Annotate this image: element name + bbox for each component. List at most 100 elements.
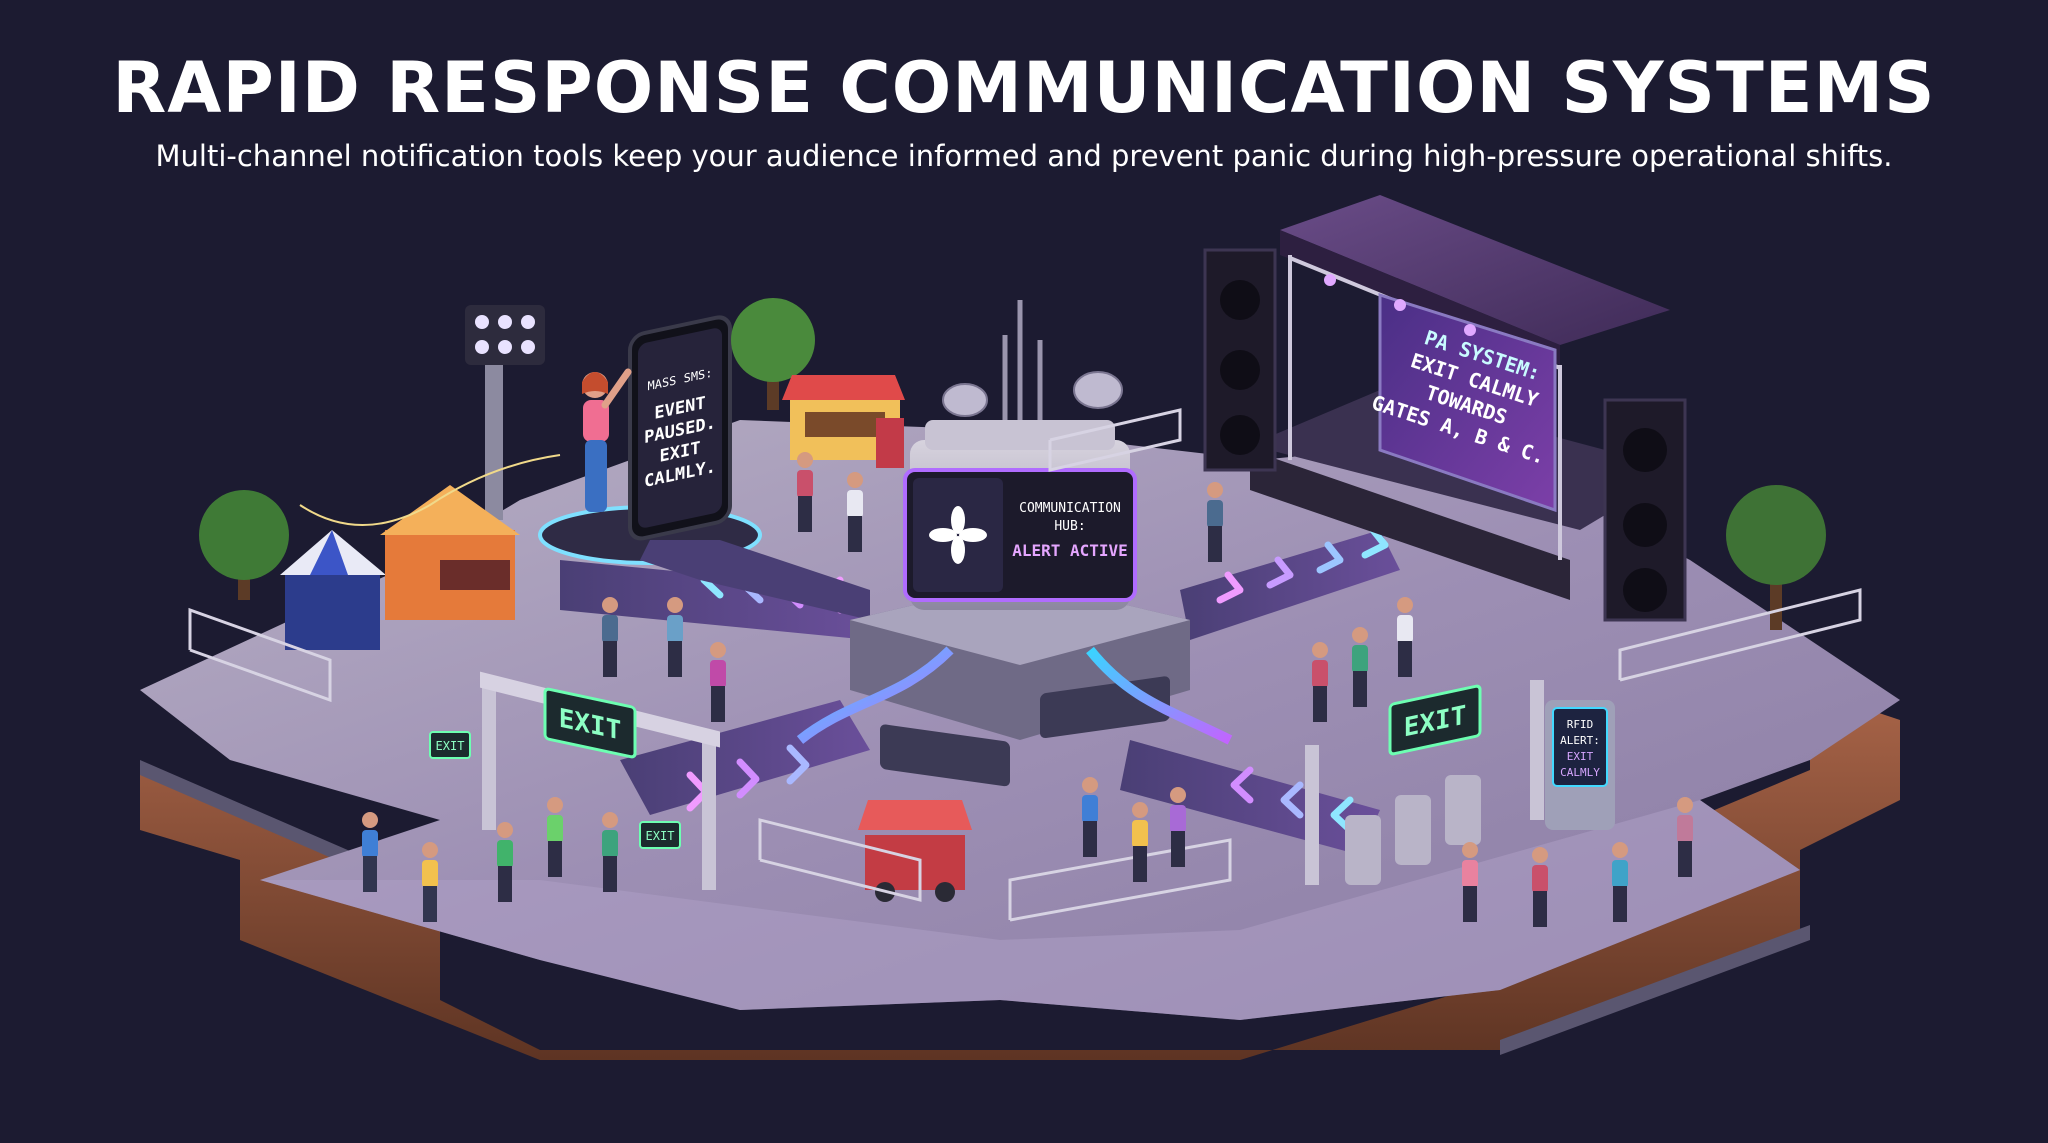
- floodlight-bulb: [498, 340, 512, 354]
- stage-light: [1324, 274, 1336, 286]
- chevron-icon: [1280, 781, 1304, 819]
- gate-post: [1530, 680, 1544, 820]
- fence: [1008, 838, 1232, 922]
- floodlight-bulb: [498, 315, 512, 329]
- platform-floor-sheen: [260, 800, 1800, 1020]
- gate-post: [702, 740, 716, 890]
- tree-canopy: [1726, 485, 1826, 585]
- exit-gate-left: EXIT EXIT EXIT: [429, 671, 720, 890]
- fence: [758, 818, 922, 902]
- speaker-cone: [1220, 280, 1260, 320]
- person-figure: [1207, 482, 1223, 562]
- person-figure: [1312, 642, 1328, 722]
- food-cart-body: [865, 835, 965, 890]
- turnstile: [1345, 815, 1381, 885]
- person-figure: [1082, 777, 1098, 857]
- chevron-icon: [1216, 571, 1244, 604]
- hub-cable-left: [796, 646, 954, 744]
- phone-platform: MASS SMS: EVENT PAUSED. EXIT CALMLY.: [538, 315, 870, 620]
- chevron-icon: [786, 744, 810, 785]
- person-figure: [1532, 847, 1548, 927]
- page-subtitle: Multi-channel notification tools keep yo…: [155, 139, 1893, 173]
- food-cart-bottom: [858, 800, 972, 902]
- festival-tents: [280, 454, 561, 650]
- turnstile: [1445, 775, 1481, 845]
- pa-screen: [1378, 292, 1557, 513]
- floodlight-bulb: [475, 315, 489, 329]
- floodlight-tower: [465, 305, 545, 520]
- rfid-line-4: CALMLY: [1560, 766, 1600, 779]
- chevron-icon: [1266, 556, 1294, 589]
- rfid-line-2: ALERT:: [1560, 734, 1600, 747]
- person-figure: [1352, 627, 1368, 707]
- person-figure: [1170, 787, 1186, 867]
- chevron-icon: [1230, 766, 1254, 804]
- hub-label-2: HUB:: [1054, 519, 1085, 534]
- person-arm: [601, 368, 632, 409]
- hub-control-panel-left: [880, 724, 1010, 787]
- person-figure: [602, 597, 618, 677]
- tree-trunk: [1770, 570, 1782, 630]
- satellite-dish: [942, 383, 988, 417]
- concert-stage: PA SYSTEM: EXIT CALMLY TOWARDS GATES A, …: [1203, 195, 1687, 622]
- hub-logo-panel: [913, 478, 1003, 592]
- food-cart-wheel: [935, 882, 955, 902]
- tree-canopy: [199, 490, 289, 580]
- gate-post: [1305, 745, 1319, 885]
- food-cart-awning: [782, 375, 905, 400]
- person-figure: [1462, 842, 1478, 922]
- rfid-line-1: RFID: [1567, 718, 1594, 731]
- person-figure: [667, 597, 683, 677]
- stage-light: [1464, 324, 1476, 336]
- tent-orange-roof: [380, 485, 520, 535]
- chevron-icon: [1330, 796, 1354, 834]
- person-figure: [1132, 802, 1148, 882]
- string-lights: [299, 454, 561, 526]
- stage-light: [1394, 299, 1406, 311]
- person-figure: [1677, 797, 1693, 877]
- floodlight-bulb: [475, 340, 489, 354]
- exit-sign-small: [429, 731, 471, 759]
- barrier-fences: [188, 408, 1862, 922]
- person-figure: [362, 812, 378, 892]
- gate-post: [482, 680, 496, 830]
- person-figure: [582, 368, 632, 512]
- hub-logo-icon: [929, 506, 987, 564]
- floodlight-bulb: [521, 340, 535, 354]
- person-hair: [582, 372, 608, 394]
- vending-machine: [876, 418, 904, 468]
- crowd: [362, 452, 1693, 927]
- speaker-cone: [1623, 568, 1667, 612]
- phone-screen: [638, 328, 722, 528]
- speaker-cone: [1220, 350, 1260, 390]
- exit-gate-right: EXIT RFID ALERT: EXIT CALMLY: [1305, 680, 1615, 885]
- person-legs: [585, 440, 607, 512]
- person-figure: [710, 642, 726, 722]
- stage-deck: [1250, 450, 1570, 600]
- exit-sign: [543, 687, 637, 759]
- person-figure: [1612, 842, 1628, 922]
- fence: [188, 607, 332, 703]
- food-cart-top: [782, 375, 905, 468]
- floodlight-bulb: [521, 315, 535, 329]
- tower-light-panel: [465, 305, 545, 365]
- speaker-cone: [1623, 428, 1667, 472]
- tent-blue-body: [285, 570, 380, 650]
- hub-label-1: COMMUNICATION: [1019, 501, 1121, 516]
- person-figure: [1397, 597, 1413, 677]
- tree-canopy: [731, 298, 815, 382]
- phone-path: [640, 540, 870, 620]
- food-cart-awning: [858, 800, 972, 830]
- person-figure: [422, 842, 438, 922]
- rfid-kiosk-screen: [1552, 707, 1608, 787]
- tent-orange-counter: [440, 560, 510, 590]
- chevron-icon: [736, 758, 760, 799]
- person-figure: [497, 822, 513, 902]
- exit-sign: [1388, 684, 1482, 756]
- person-figure: [847, 472, 863, 552]
- chevron-icon: [1316, 541, 1344, 574]
- chevron-icon: [1361, 526, 1389, 559]
- stage-roof: [1280, 195, 1670, 345]
- trees: [199, 298, 1826, 630]
